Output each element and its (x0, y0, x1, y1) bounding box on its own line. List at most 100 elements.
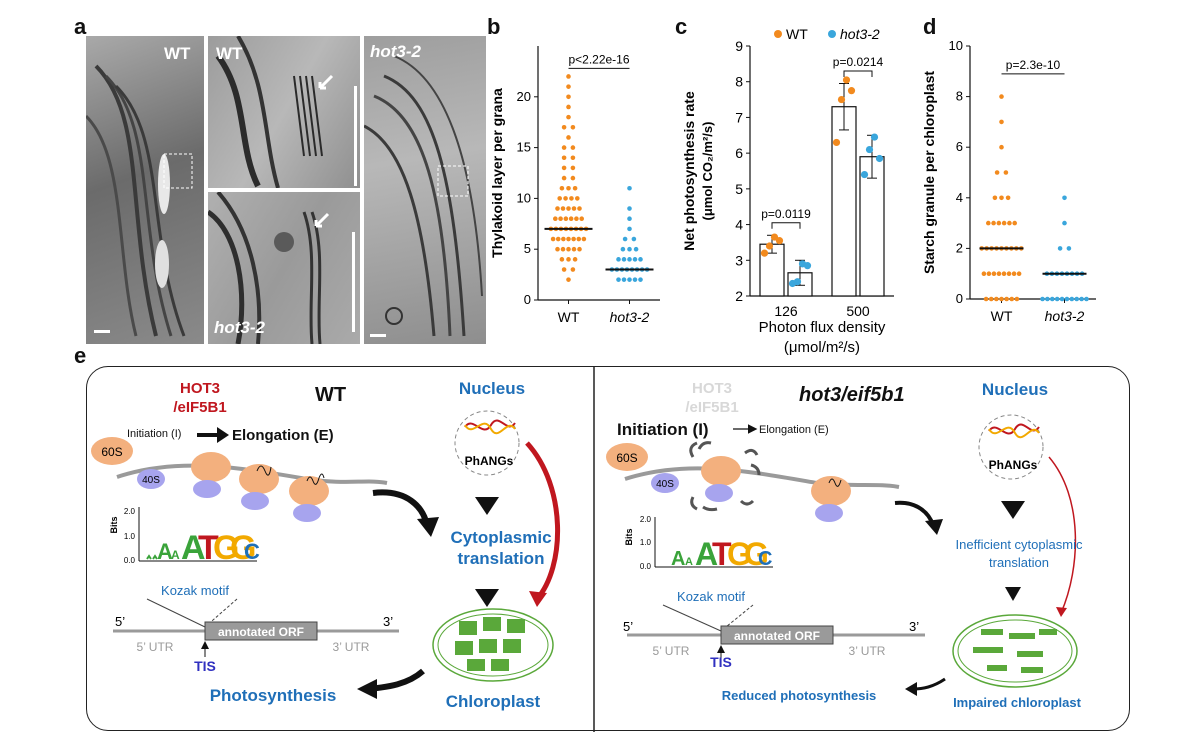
data-point (553, 216, 558, 222)
curved-arrow-head (417, 517, 439, 537)
data-point (1007, 220, 1012, 226)
micrograph-wt-overview: WT (86, 36, 204, 344)
data-point (991, 271, 997, 277)
data-point (1005, 195, 1011, 201)
curved-arrow-head (905, 682, 917, 696)
phangs-label: PhANGs (465, 454, 514, 468)
svg-text:C: C (758, 548, 772, 570)
data-point (575, 196, 580, 201)
data-point (1062, 195, 1067, 201)
svg-text:A: A (171, 548, 180, 562)
legend-marker (828, 30, 836, 38)
data-point (1012, 220, 1017, 226)
kozak-connector (662, 604, 722, 632)
data-point (988, 296, 994, 302)
data-point (847, 87, 856, 95)
data-point (571, 236, 576, 242)
data-point (1006, 271, 1012, 277)
data-point (870, 133, 879, 141)
y-tick-label: 3 (735, 252, 743, 268)
data-point (1003, 170, 1009, 175)
data-point (627, 277, 632, 282)
panel-label-c: c (675, 14, 688, 39)
svg-text:A: A (695, 536, 718, 572)
data-point (577, 246, 582, 252)
orf-label: annotated ORF (218, 625, 304, 639)
data-point (561, 155, 567, 161)
micrograph-label: hot3-2 (370, 42, 421, 61)
wt-side: HOT3 /eIF5B1 WT Initiation (I) Elongatio… (91, 379, 560, 711)
mutant-side: HOT3 /eIF5B1 hot3/eif5b1 Initiation (I) … (606, 380, 1083, 710)
svg-text:A: A (181, 529, 206, 567)
data-point (986, 220, 991, 226)
ribosome-40s (241, 492, 269, 510)
data-point (632, 257, 638, 262)
nucleus-circle (978, 414, 1044, 480)
data-point (570, 124, 576, 130)
utr3-label: 3’ UTR (849, 644, 886, 658)
svg-text:T: T (198, 529, 219, 567)
data-point (566, 114, 571, 120)
data-point (627, 216, 632, 222)
chloroplast-outline (957, 619, 1073, 683)
chloroplast-label: Chloroplast (446, 692, 541, 711)
data-point (566, 84, 571, 89)
legend-marker (774, 30, 782, 38)
dna-icon (464, 422, 516, 435)
chloroplast-label: Impaired chloroplast (953, 695, 1082, 710)
data-point (638, 277, 643, 282)
red-arrow (1048, 456, 1077, 614)
data-point (1062, 220, 1067, 226)
data-point (571, 246, 577, 252)
data-point (999, 296, 1004, 302)
data-point (1057, 246, 1063, 251)
ribosome-60s-label: 60S (101, 445, 122, 459)
y-tick-label: 4 (956, 190, 963, 205)
x-tick-label: 500 (846, 303, 870, 319)
data-point (775, 237, 784, 245)
y-tick-label: 0 (524, 292, 531, 307)
svg-text:A: A (671, 548, 685, 570)
red-arrow-head (529, 591, 547, 607)
utr5-label: 5’ UTR (653, 644, 690, 658)
data-point (633, 246, 639, 252)
data-point (616, 277, 621, 282)
y-tick-label: 5 (735, 181, 743, 197)
data-point (627, 246, 632, 252)
kozak-label: Kozak motif (677, 589, 745, 604)
data-point (570, 145, 576, 150)
logo-tick: 2.0 (124, 507, 136, 516)
data-point (765, 242, 774, 250)
data-point (572, 257, 578, 262)
y-tick-label: 10 (949, 38, 963, 53)
data-point (561, 124, 567, 130)
svg-text:G: G (727, 536, 752, 572)
data-point (566, 277, 571, 282)
y-tick-label: 6 (735, 145, 743, 161)
ribosome-60s (91, 437, 133, 465)
initiation-label: Initiation (I) (127, 428, 181, 440)
model-diagram: HOT3 /eIF5B1 WT Initiation (I) Elongatio… (91, 367, 1083, 732)
y-tick-label: 9 (735, 38, 743, 54)
orf-box (204, 621, 318, 641)
svg-text:G: G (213, 529, 239, 567)
micrograph-label: WT (164, 44, 191, 63)
y-tick-label: 2 (735, 288, 743, 304)
orf-box (720, 625, 834, 645)
data-point (999, 119, 1004, 125)
stalled-marks (689, 441, 761, 512)
data-point (574, 216, 579, 222)
y-tick-label: 0 (956, 291, 963, 306)
data-point (577, 206, 582, 211)
cytoplasmic-label: Cytoplasmic (450, 528, 551, 547)
logo-tick: 1.0 (124, 532, 136, 541)
down-arrow-icon (475, 589, 499, 607)
data-point (555, 236, 561, 242)
cytoplasmic-label: Inefficient cytoplasmic (956, 537, 1083, 552)
ribosome-60s (606, 443, 648, 471)
y-tick-label: 20 (517, 89, 531, 104)
elongation-label: Elongation (E) (759, 424, 829, 436)
x-tick-label: WT (991, 308, 1013, 324)
ribosome-60s (289, 476, 329, 506)
